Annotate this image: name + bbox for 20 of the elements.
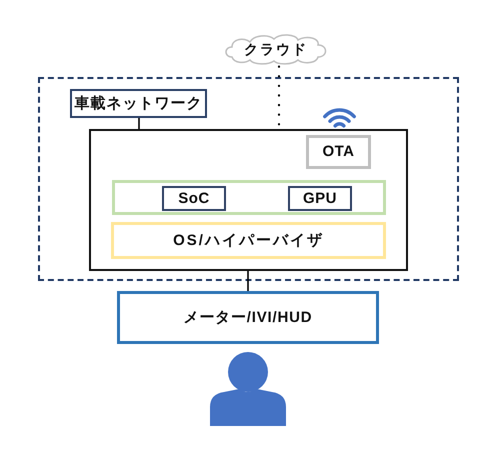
component-label: GPU [302,190,337,208]
component-label: OS/ハイパーバイザ [173,232,324,250]
layer-box [111,222,386,259]
component-box [162,186,226,211]
component-label: OTA [322,143,355,161]
component-box [288,186,352,211]
connector-line [247,271,249,291]
display-box [117,291,379,344]
component-label: SoC [178,190,210,208]
container-box [112,180,386,215]
dashed-frame [38,77,459,281]
component-box [70,89,207,118]
component-box [306,135,371,169]
dotted-line [278,66,280,128]
person-icon [210,352,286,426]
connector-line [138,118,140,129]
component-label: 車載ネットワーク [74,94,202,112]
component-label: メーター/IVI/HUD [184,308,312,326]
container-box [89,129,408,271]
cloud-label: クラウド [244,40,308,58]
